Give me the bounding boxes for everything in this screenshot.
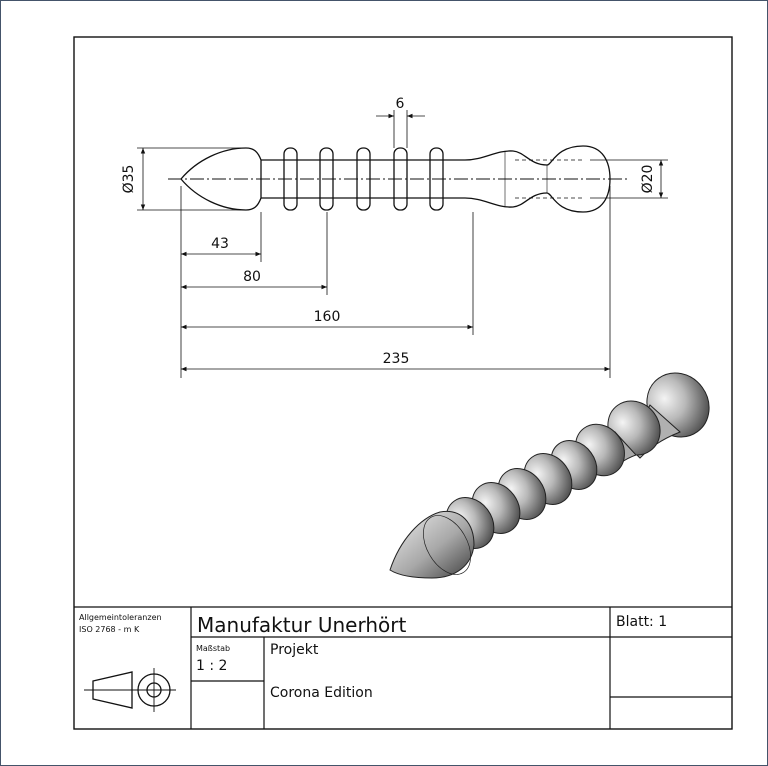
sheet-number: Blatt: 1: [616, 614, 667, 630]
rib-4: [393, 147, 408, 211]
dim-160: 160: [314, 309, 341, 325]
cone-tip: [180, 147, 262, 211]
shaft-outline-top: [261, 145, 611, 180]
shaft-outline-bottom: [261, 178, 611, 213]
rib-2: [319, 147, 334, 211]
title-block-texts: Allgemeintoleranzen ISO 2768 - m K Manuf…: [79, 613, 667, 701]
rib-1: [283, 147, 298, 211]
rendered-3d-view: [389, 372, 710, 579]
tolerance-line-2: ISO 2768 - m K: [79, 625, 140, 634]
drawing-border: [73, 36, 733, 730]
first-angle-projection-icon: [84, 668, 176, 712]
tolerance-line-1: Allgemeintoleranzen: [79, 613, 162, 622]
dim-43: 43: [211, 236, 229, 252]
edition-name: Corona Edition: [270, 685, 373, 701]
company-name: Manufaktur Unerhört: [197, 613, 406, 637]
scale-label: Maßstab: [196, 644, 230, 653]
dim-235: 235: [383, 351, 410, 367]
project-label: Projekt: [270, 642, 319, 658]
title-block: [74, 606, 732, 729]
dimension-texts: 6 Ø35 Ø20 43 80 160 235: [121, 96, 656, 367]
render-cone: [389, 510, 475, 579]
side-view: [168, 145, 628, 213]
dimension-lines: [137, 110, 668, 378]
dim-groove-width: 6: [396, 96, 405, 112]
dim-80: 80: [243, 269, 261, 285]
dim-head-diameter: Ø35: [121, 165, 137, 194]
rib-5: [429, 147, 444, 211]
scale-value: 1 : 2: [196, 658, 227, 674]
rib-3: [356, 147, 371, 211]
dim-end-diameter: Ø20: [640, 165, 656, 194]
